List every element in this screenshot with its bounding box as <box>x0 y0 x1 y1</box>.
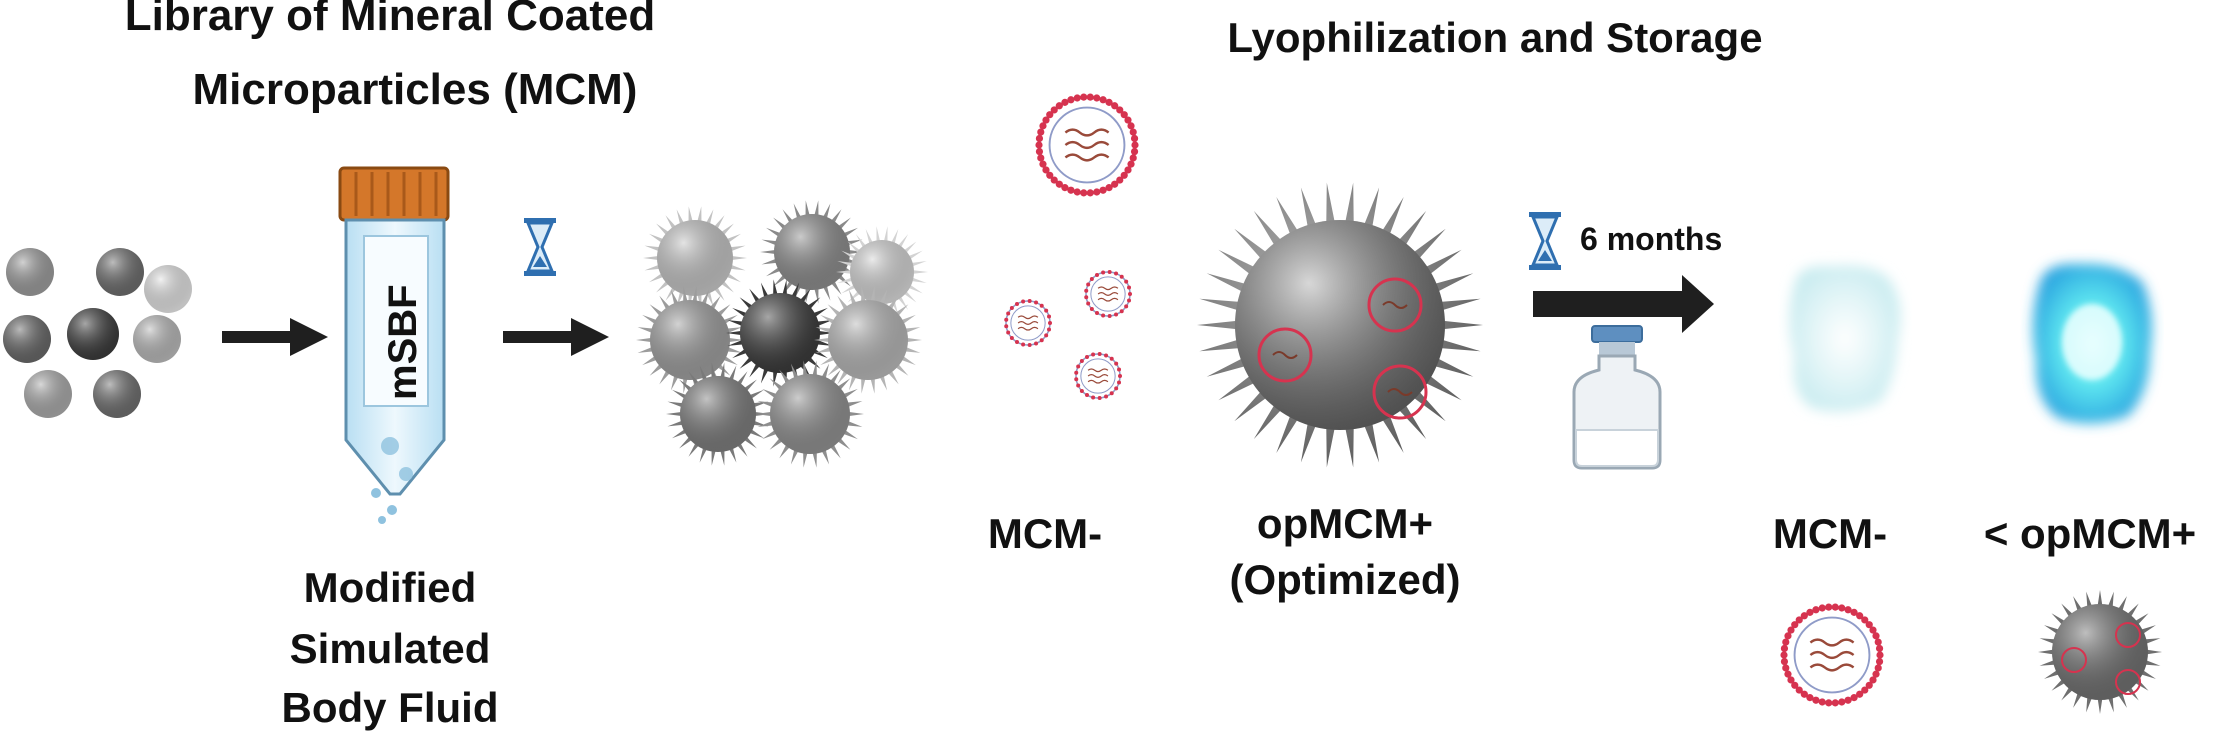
right-arrow-icon <box>503 318 609 356</box>
hourglass-icon <box>524 218 556 276</box>
opmcm-particle <box>1197 182 1483 468</box>
liposome <box>1035 93 1139 197</box>
mcm-particle <box>760 200 864 304</box>
liposome <box>1074 352 1122 400</box>
liposome <box>1780 603 1884 707</box>
comparison-opmcm-plus: < opMCM+ <box>1984 510 2196 557</box>
liposome-ring <box>1367 277 1423 333</box>
liposome-ring <box>2115 669 2141 695</box>
mcm-particle <box>726 279 834 387</box>
opmcm-core-small <box>2038 590 2162 714</box>
right-arrow-icon <box>1533 275 1714 333</box>
liposome-ring <box>1257 327 1313 383</box>
mcm-particle <box>756 360 864 468</box>
bead-cluster <box>3 248 192 418</box>
hourglass-icon <box>1529 212 1561 270</box>
duration-label: 6 months <box>1580 221 1722 257</box>
falcon-tube: mSBF <box>338 166 450 524</box>
mcm-minus-label: MCM- <box>988 510 1102 557</box>
mcm-particle <box>836 226 928 318</box>
mcm-minus-signal <box>1789 265 1901 412</box>
opmcm-particle-small <box>2038 590 2162 714</box>
liposome <box>1004 299 1052 347</box>
vial-icon <box>1572 325 1662 470</box>
mcm-particle <box>636 286 744 394</box>
mcm-particle <box>666 362 770 466</box>
liposome-ring <box>2061 647 2087 673</box>
left-panel-title-line1: Library of Mineral Coated <box>125 0 656 40</box>
right-panel-title: Lyophilization and Storage <box>1227 14 1762 61</box>
caption-line1: Modified <box>304 564 477 611</box>
mcm-particle <box>643 206 747 310</box>
liposome-ring <box>1372 364 1428 420</box>
mcm-particle <box>814 286 922 394</box>
liposome-layer <box>1004 93 1884 707</box>
left-panel-title-line2: Microparticles (MCM) <box>193 65 638 114</box>
liposome-ring <box>2115 622 2141 648</box>
tube-label: mSBF <box>381 284 425 400</box>
mcm-particle-cluster <box>636 200 928 468</box>
comparison-mcm-minus: MCM- <box>1773 510 1887 557</box>
opmcm-core <box>1197 182 1483 468</box>
opmcm-label: opMCM+ <box>1257 500 1433 547</box>
right-arrow-icon <box>222 318 328 356</box>
caption-line2: Simulated <box>290 625 491 672</box>
opmcm-signal <box>2032 263 2152 424</box>
liposome <box>1084 270 1132 318</box>
opmcm-optimized-label: (Optimized) <box>1230 556 1461 603</box>
caption-line3: Body Fluid <box>282 684 499 731</box>
